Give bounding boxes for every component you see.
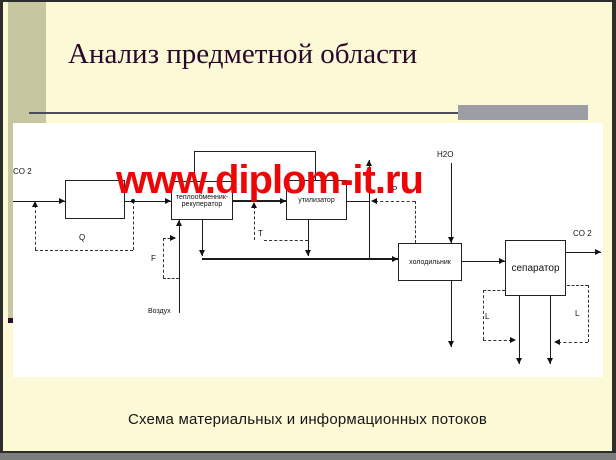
arrowhead xyxy=(280,198,286,204)
signal-l-right xyxy=(558,342,588,343)
pipe-block1-to-recuperator xyxy=(125,201,171,202)
watermark: www.diplom-it.ru xyxy=(116,158,424,202)
signal-q xyxy=(35,250,133,251)
p-label: P xyxy=(392,185,398,194)
t-label: T xyxy=(258,229,263,238)
pipe-h2o-inlet xyxy=(451,163,452,243)
signal-p xyxy=(375,201,415,202)
arrowhead xyxy=(170,235,176,241)
signal-f xyxy=(163,238,164,278)
slide-title: Анализ предметной области xyxy=(68,38,418,70)
signal-l-left xyxy=(483,290,484,340)
arrowhead xyxy=(305,250,311,256)
signal-t xyxy=(264,240,308,241)
arrowhead xyxy=(547,358,553,364)
arrowhead xyxy=(448,237,454,243)
pipe-utilizer-down xyxy=(308,220,309,256)
signal-q xyxy=(35,205,36,250)
arrowhead xyxy=(510,337,516,343)
arrowhead xyxy=(251,202,257,208)
signal-l-right xyxy=(588,285,589,342)
signal-q xyxy=(133,201,134,250)
slide: Анализ предметной области Воздух H2O xyxy=(3,2,612,451)
arrowhead xyxy=(448,341,454,347)
pipe-recuperator-down xyxy=(202,220,203,256)
signal-l-left xyxy=(483,290,505,291)
bottom-strip xyxy=(0,453,616,460)
signal-l-left xyxy=(483,340,512,341)
pipe-co2-outlet xyxy=(566,252,601,253)
block-recuperator: теплообменник- рекуператор xyxy=(171,181,233,220)
arrowhead xyxy=(595,249,601,255)
signal-t xyxy=(254,206,255,240)
arrowhead xyxy=(32,201,38,207)
pipe-air-inlet xyxy=(179,220,180,313)
l-right-label: L xyxy=(575,309,580,318)
co2-out-label: CO 2 xyxy=(573,229,592,238)
junction-dot xyxy=(131,199,135,203)
signal-f xyxy=(163,238,175,239)
pipe-cooler-drain xyxy=(451,281,452,347)
f-label: F xyxy=(151,254,156,263)
arrowhead xyxy=(366,160,372,166)
arrowhead xyxy=(199,250,205,256)
accent-bar xyxy=(458,105,588,120)
caption: Схема материальных и информационных пото… xyxy=(127,411,488,428)
arrowhead xyxy=(176,220,182,226)
signal-l-right xyxy=(567,285,588,286)
arrowhead xyxy=(392,256,398,262)
pipe-separator-drain-2 xyxy=(550,296,551,364)
arrowhead xyxy=(165,198,171,204)
pipe-flue-riser xyxy=(369,160,370,259)
arrowhead xyxy=(371,198,377,204)
pipe-collector xyxy=(202,258,398,260)
block-inlet xyxy=(65,180,125,219)
block-label: теплообменник- xyxy=(175,193,229,201)
arrowhead xyxy=(499,258,505,264)
arrowhead xyxy=(516,358,522,364)
title-underline xyxy=(29,112,586,114)
co2-in-label: CO 2 xyxy=(13,167,32,176)
block-label: холодильник xyxy=(409,258,451,266)
q-label: Q xyxy=(79,233,86,242)
h2o-label: H2O xyxy=(437,150,454,159)
signal-p xyxy=(415,201,416,243)
pipe-utilizer-to-flue xyxy=(347,201,369,202)
arrowhead xyxy=(554,339,560,345)
block-cooler: холодильник xyxy=(398,243,462,281)
block-label: утилизатор xyxy=(298,196,335,204)
diagram-panel: Воздух H2O CO 2 Q F T xyxy=(13,123,603,377)
pipe-co2-inlet xyxy=(13,201,65,202)
pipe-separator-drain-1 xyxy=(519,296,520,364)
pipe-recuperator-to-utilizer xyxy=(233,201,286,202)
block-label: сепаратор xyxy=(511,262,560,274)
pipe-cooler-to-separator xyxy=(462,261,505,262)
signal-f xyxy=(163,278,179,279)
arrowhead xyxy=(59,198,65,204)
block-utilizer: утилизатор xyxy=(286,180,347,220)
l-left-label: L xyxy=(485,312,490,321)
block-label: рекуператор xyxy=(181,200,223,208)
air-label: Воздух xyxy=(148,308,171,315)
block-separator: сепаратор xyxy=(505,240,566,296)
